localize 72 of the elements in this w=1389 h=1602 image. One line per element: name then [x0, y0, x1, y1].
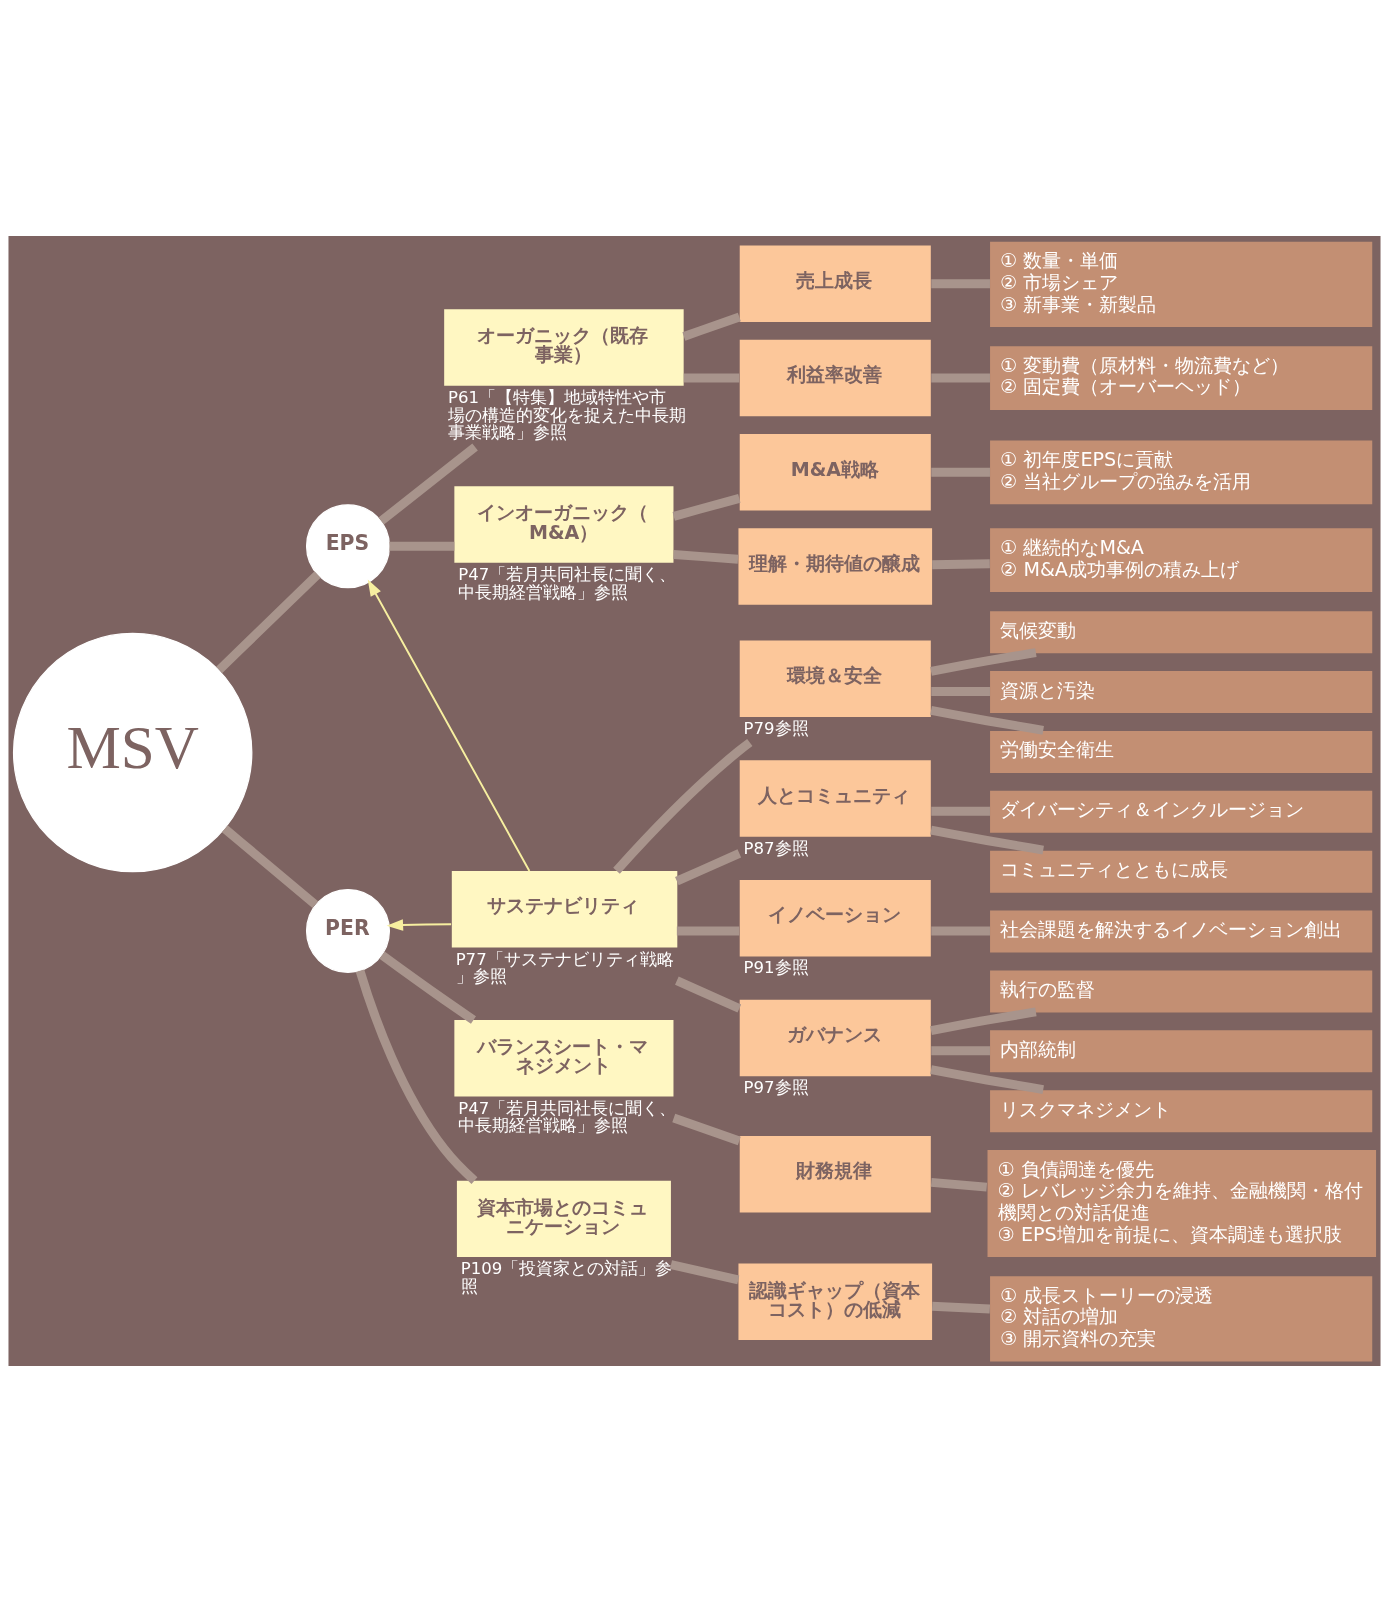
connector [379, 951, 476, 1024]
node-box: 財務規律 [739, 1136, 931, 1213]
connector [676, 926, 740, 936]
node-box: 内部統制 [990, 1030, 1373, 1073]
node-box: 環境＆安全 [739, 640, 931, 717]
node-label: P47「若月共同社長に聞く、中長期経営戦略」参照 [458, 564, 677, 602]
node-box: 認識ギャップ（資本コスト）の低減 [738, 1263, 933, 1340]
connector [930, 648, 1037, 676]
connector [216, 571, 321, 674]
connector [931, 1046, 990, 1056]
node-box: インオーガニック（M&A） [454, 486, 674, 563]
connector [683, 373, 740, 383]
connector [931, 279, 990, 289]
connector [932, 559, 990, 570]
node-label: P47「若月共同社長に聞く、中長期経営戦略」参照 [458, 1098, 677, 1136]
connector [931, 806, 990, 816]
node-box: 資源と汚染 [990, 671, 1373, 714]
arrow [386, 919, 453, 931]
node-label: P79参照 [743, 718, 809, 738]
connector [682, 312, 741, 341]
node-box: ① 継続的なM&A ② M&A成功事例の積み上げ [990, 528, 1373, 593]
node-box: 利益率改善 [739, 339, 931, 417]
connector [931, 467, 990, 477]
node-label: P91参照 [743, 958, 809, 978]
connector [931, 1301, 991, 1314]
node-box: 労働安全衛生 [990, 730, 1373, 773]
node-circle: PER [305, 888, 391, 973]
node-label: P61「【特集】地域特性や市場の構造的変化を捉えた中長期事業戦略」参照 [447, 387, 686, 443]
connector [670, 1260, 740, 1285]
node-box: サステナビリティ [451, 871, 678, 948]
node-box: オーガニック（既存事業） [444, 309, 684, 386]
node-box: 気候変動 [990, 611, 1373, 654]
connector [931, 926, 990, 936]
node-box: コミュニティとともに成長 [990, 850, 1373, 893]
node-box: ① 変動費（原材料・物流費など） ② 固定費（オーバーヘッド） [990, 346, 1373, 410]
connector [673, 550, 739, 564]
node-label: P97参照 [743, 1078, 809, 1098]
node-box: ダイバーシティ＆インクルージョン [990, 790, 1373, 833]
node-label: P77「サステナビリティ戦略」参照 [455, 949, 674, 987]
node-circle: EPS [305, 504, 391, 589]
connector [675, 976, 742, 1013]
node-box: ① 数量・単価 ② 市場シェア ③ 新事業・新製品 [990, 241, 1373, 328]
node-box: ① 初年度EPSに貢献 ② 当社グループの強みを活用 [990, 440, 1373, 505]
connector [378, 443, 478, 525]
node-box: バランスシート・マネジメント [454, 1020, 674, 1097]
connector [355, 969, 478, 1184]
connector [675, 849, 742, 886]
node-box: 執行の監督 [990, 970, 1373, 1013]
connector [672, 1113, 741, 1146]
node-box: ガバナンス [739, 999, 931, 1077]
connector [931, 687, 990, 696]
connector [613, 738, 753, 874]
node-box: 理解・期待値の醸成 [738, 528, 933, 605]
node-circle: MSV [12, 632, 253, 873]
node-box: 売上成長 [739, 245, 931, 322]
node-box: リスクマネジメント [990, 1090, 1373, 1133]
node-box: M&A戦略 [739, 434, 931, 511]
connector [930, 1177, 988, 1192]
node-box: 人とコミュニティ [739, 760, 931, 837]
connector [931, 373, 990, 383]
connector [389, 541, 455, 551]
node-box: 資本市場とのコミュニケーション [456, 1180, 671, 1258]
node-box: イノベーション [739, 880, 931, 957]
arrow [367, 579, 531, 872]
node-label: P87参照 [743, 838, 809, 858]
node-box: 社会課題を解決するイノベーション創出 [990, 910, 1373, 953]
connector [930, 1007, 1037, 1036]
connector [221, 825, 319, 909]
node-box: ① 成長ストーリーの浸透 ② 対話の増加 ③ 開示資料の充実 [990, 1276, 1373, 1362]
node-label: P109「投資家との対話」参照 [460, 1259, 673, 1296]
node-box: ① 負債調達を優先 ② レバレッジ余力を維持、金融機関・格付機関との対話促進 ③ EPS増加を前提に、資本調達も選択肢 [987, 1150, 1377, 1258]
connector [672, 494, 741, 521]
